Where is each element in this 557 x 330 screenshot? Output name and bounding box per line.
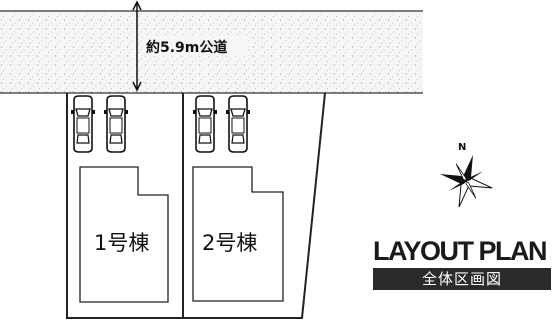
car-icon [225,95,251,153]
lot-1: 1号棟 [66,93,184,319]
layout-plan-subheading: 全体区画図 [373,268,551,290]
layout-plan-heading: LAYOUT PLAN [373,236,548,266]
dimension-arrow-icon [132,0,142,92]
car-icon [192,95,218,153]
road-width-label: 約5.9m公道 [146,39,227,56]
car-icon [103,95,129,153]
building-1-label: 1号棟 [94,231,149,255]
car-icon [70,95,96,153]
compass-rose-icon [439,154,493,208]
lot-2: 2号棟 [182,92,326,319]
compass-north-label: N [458,142,466,153]
building-2: 2号棟 [192,166,284,302]
building-1: 1号棟 [79,166,169,303]
building-2-label: 2号棟 [202,231,257,255]
layout-plan-title: LAYOUT PLAN 全体区画図 [373,236,551,290]
